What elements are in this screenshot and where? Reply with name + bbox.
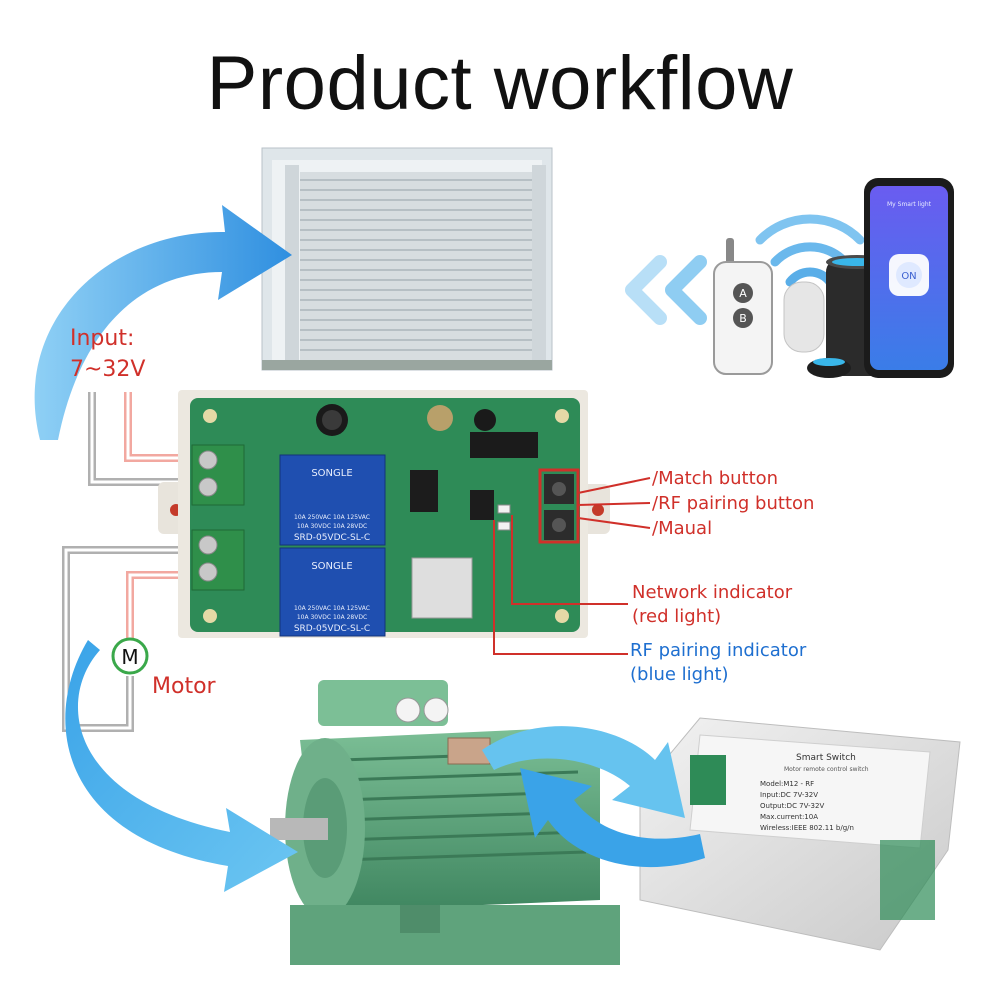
roller-door-image [261, 147, 553, 371]
chevron-left-icon [625, 255, 707, 325]
phone-on-button: ON [901, 271, 916, 282]
input-voltage-label: 7~32V [70, 357, 145, 382]
manual-button-label: /Maual [652, 518, 712, 539]
remote-button-a: A [739, 287, 747, 300]
rf-indicator-label: RF pairing indicator [630, 640, 807, 661]
relay-2-model: SRD-05VDC-SL-C [294, 624, 370, 634]
flow-arrow-switch-to-motor [520, 768, 705, 868]
motor-symbol-icon [111, 637, 149, 675]
smart-switch-output: Output:DC 7V-32V [760, 802, 824, 810]
motor-label: Motor [152, 674, 217, 699]
relay-1-brand: SONGLE [311, 468, 352, 479]
smart-switch-model: Model:M12 - RF [760, 780, 814, 788]
callout-lines [493, 477, 651, 655]
buttons-highlight-box [538, 468, 580, 544]
relay-2-rating-b: 10A 30VDC 10A 28VDC [297, 614, 367, 621]
rf-pairing-button-label: /RF pairing button [652, 493, 814, 514]
input-wires [88, 392, 198, 486]
smart-switch-image: Smart Switch Motor remote control switch… [639, 717, 961, 951]
relay-1-rating-a: 10A 250VAC 10A 125VAC [294, 514, 370, 521]
rf-indicator-note: (blue light) [630, 664, 729, 685]
remote-button-b: B [739, 312, 747, 325]
smartphone-image: My Smart light ON [864, 178, 954, 378]
electric-motor-image [270, 680, 620, 965]
smart-switch-subtitle: Motor remote control switch [784, 766, 869, 773]
flow-arrow-motor-to-switch [482, 726, 685, 818]
relay-1-model: SRD-05VDC-SL-C [294, 533, 370, 543]
smart-switch-title: Smart Switch [796, 753, 856, 763]
remote-control-image: A B [713, 238, 773, 375]
network-indicator-note: (red light) [632, 606, 721, 627]
relay-board-image: SONGLE 10A 250VAC 10A 125VAC 10A 30VDC 1… [158, 390, 610, 638]
flow-arrow-to-motor [65, 640, 298, 892]
page-title: Product workflow [206, 41, 794, 126]
phone-app-header: My Smart light [887, 201, 932, 208]
network-indicator-label: Network indicator [632, 582, 793, 603]
smart-switch-max-current: Max.current:10A [760, 813, 818, 821]
motor-symbol: M [121, 645, 138, 669]
relay-1-rating-b: 10A 30VDC 10A 28VDC [297, 523, 367, 530]
relay-2-rating-a: 10A 250VAC 10A 125VAC [294, 605, 370, 612]
smart-switch-wireless: Wireless:IEEE 802.11 b/g/n [760, 824, 854, 832]
relay-2-brand: SONGLE [311, 561, 352, 572]
flow-arrow-to-door [34, 205, 292, 440]
smart-switch-input: Input:DC 7V-32V [760, 791, 818, 799]
match-button-label: /Match button [652, 468, 778, 489]
input-label: Input: [70, 326, 134, 351]
